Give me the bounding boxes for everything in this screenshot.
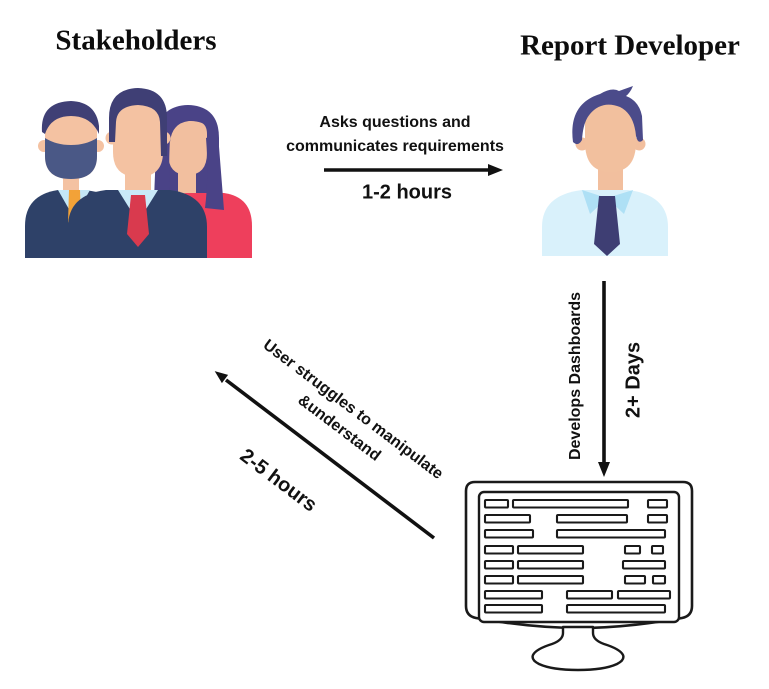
develop-flow-duration: 2+ Days xyxy=(622,341,645,419)
report-developer-title: Report Developer xyxy=(520,29,740,62)
diagonal-up-left-arrow-icon xyxy=(214,371,436,540)
ask-flow-label: Asks questions and communicates requirem… xyxy=(286,111,504,159)
stakeholders-group-icon xyxy=(25,88,252,258)
stakeholder-man-center-icon xyxy=(68,88,207,258)
ask-flow-line1: Asks questions and xyxy=(319,114,471,131)
dashboard-monitor-icon xyxy=(464,480,694,672)
stakeholders-title: Stakeholders xyxy=(55,24,217,57)
develop-flow-label: Develops Dashboards xyxy=(567,291,584,461)
report-developer-icon xyxy=(542,86,668,256)
down-arrow-icon xyxy=(598,281,610,477)
right-arrow-icon xyxy=(324,164,503,176)
ask-flow-line2: communicates requirements xyxy=(286,138,504,155)
ask-flow-duration: 1-2 hours xyxy=(361,181,453,204)
